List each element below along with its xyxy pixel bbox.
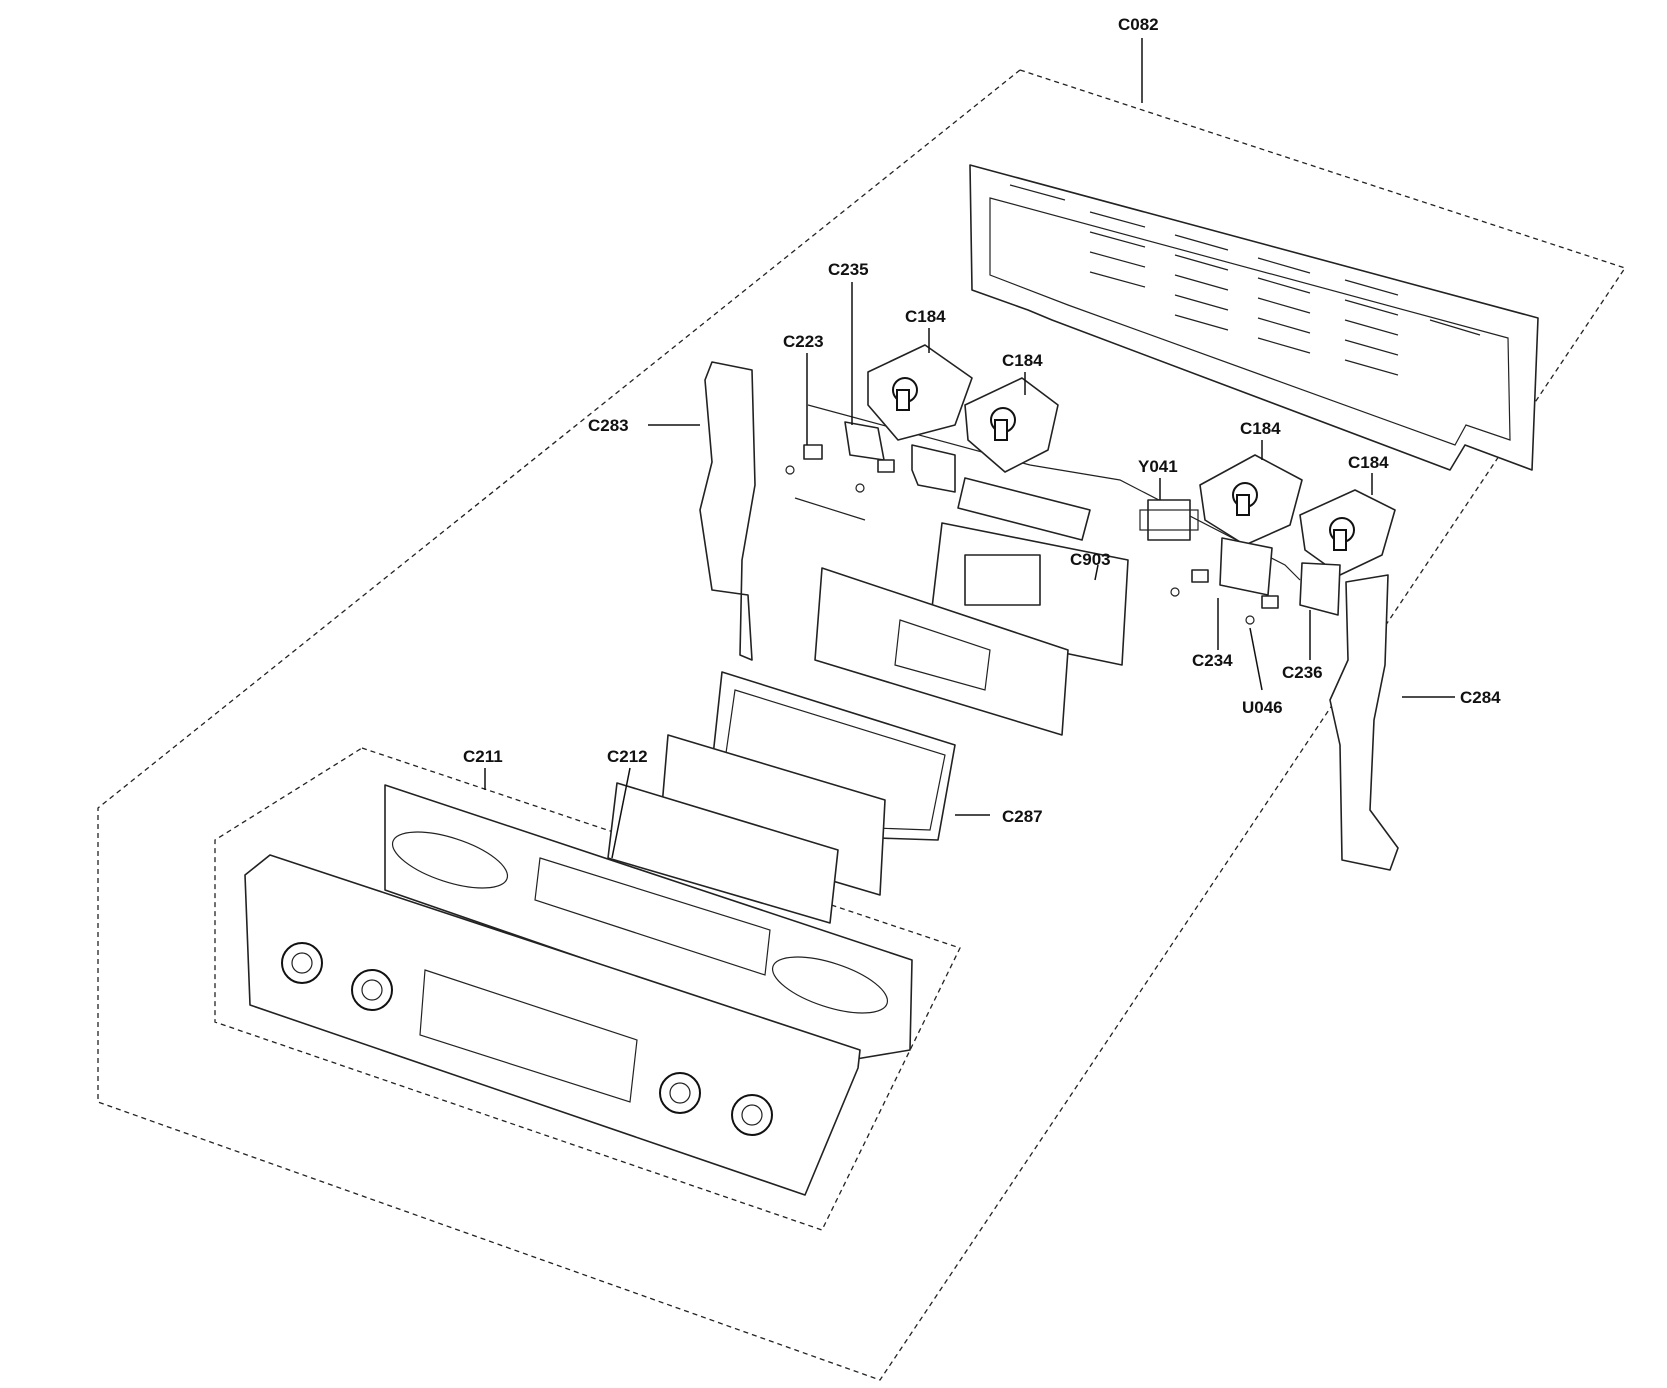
callout-c082: C082 <box>1118 15 1159 34</box>
assembly-boundary-c082 <box>97 69 1627 1381</box>
callout-y041: Y041 <box>1138 457 1178 476</box>
callout-c184: C184 <box>1240 419 1281 438</box>
display-board <box>814 567 1069 736</box>
front-control-panel <box>244 854 861 1196</box>
leader-lines <box>484 38 1455 859</box>
callout-c211: C211 <box>463 747 503 766</box>
valve-module-1 <box>867 344 973 441</box>
rear-vent-panel <box>969 164 1539 471</box>
callout-c235: C235 <box>828 260 869 279</box>
screw-u046 <box>1245 615 1255 625</box>
switch-c234 <box>1191 537 1279 609</box>
callout-c212: C212 <box>607 747 648 766</box>
screw <box>855 483 865 493</box>
callout-c903: C903 <box>1070 550 1111 569</box>
callout-c184: C184 <box>1002 351 1043 370</box>
callout-c287: C287 <box>1002 807 1043 826</box>
switch-c223 <box>803 444 823 460</box>
glass-pane-front <box>607 782 839 924</box>
screw <box>785 465 795 475</box>
callout-c234: C234 <box>1192 651 1233 670</box>
callout-c184: C184 <box>905 307 946 326</box>
valve-module-4 <box>1299 489 1396 576</box>
callout-labels: C082 C235 C184 C223 C184 C283 C184 Y041 … <box>463 15 1501 826</box>
callout-c184: C184 <box>1348 453 1389 472</box>
switch-c235 <box>844 421 895 473</box>
callout-c236: C236 <box>1282 663 1323 682</box>
subassembly-boundary-c211 <box>214 747 961 1231</box>
valve-module-3 <box>1199 454 1303 546</box>
side-bracket-left-c283 <box>699 361 756 661</box>
side-bracket-right-c284 <box>1329 574 1399 871</box>
screw <box>1170 587 1180 597</box>
callout-c284: C284 <box>1460 688 1501 707</box>
callout-c283: C283 <box>588 416 629 435</box>
valve-module-2 <box>964 377 1059 473</box>
callout-u046: U046 <box>1242 698 1283 717</box>
component-block-left <box>911 444 956 493</box>
switch-c236 <box>1299 562 1341 616</box>
transformer-y041 <box>1139 499 1199 541</box>
callout-c223: C223 <box>783 332 824 351</box>
control-bracket <box>794 404 1301 581</box>
